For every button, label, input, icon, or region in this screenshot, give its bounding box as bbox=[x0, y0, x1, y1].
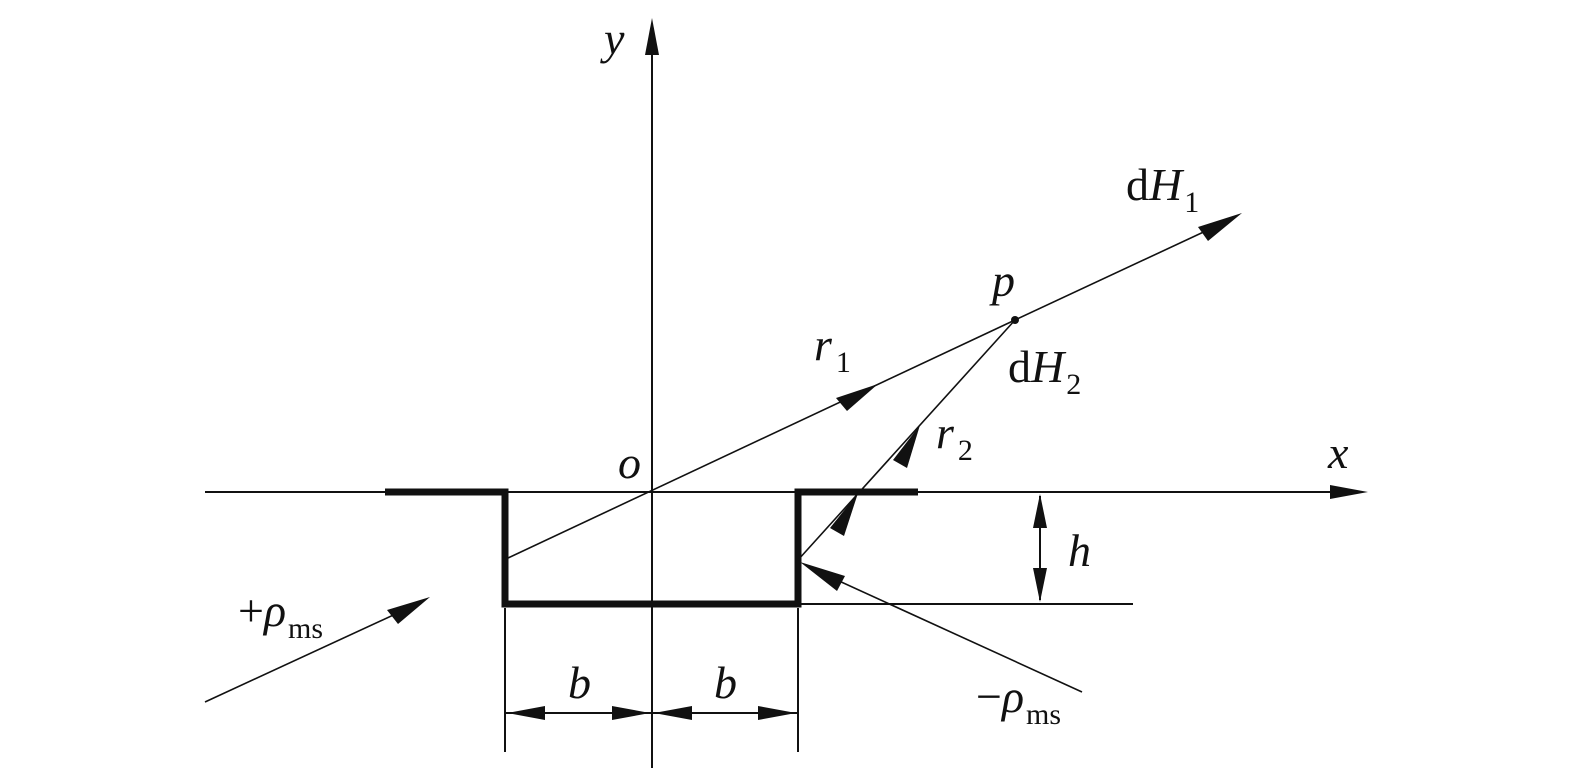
minus-rho-main: ρ bbox=[1000, 671, 1024, 722]
dH1-sub: 1 bbox=[1184, 186, 1199, 219]
x-axis-arrowhead bbox=[1330, 485, 1368, 499]
dH2-sub: 2 bbox=[1066, 368, 1081, 401]
r1-arrowhead bbox=[836, 384, 878, 411]
b-right-arrow-end bbox=[758, 706, 796, 720]
r1-main: r bbox=[814, 319, 833, 370]
dH2-main: H bbox=[1030, 341, 1067, 392]
plus-rho-label: +ρms bbox=[238, 585, 323, 645]
h-label: h bbox=[1068, 525, 1091, 576]
minus-rho-arrowhead bbox=[800, 562, 845, 591]
h-arrow-down bbox=[1033, 568, 1047, 602]
dH2-label: dH2 bbox=[1008, 341, 1081, 401]
plus-rho-arrowhead bbox=[387, 597, 430, 624]
minus-rho-sub: ms bbox=[1026, 698, 1061, 731]
dH2-prefix: d bbox=[1008, 341, 1031, 392]
plus-rho-line bbox=[204, 604, 416, 703]
b-left-arrow-end bbox=[612, 706, 650, 720]
dH1-line bbox=[1014, 221, 1226, 321]
slot-profile bbox=[385, 488, 918, 608]
x-axis-label: x bbox=[1327, 427, 1349, 478]
dH1-label: dH1 bbox=[1126, 159, 1199, 219]
minus-rho-line bbox=[814, 569, 1083, 693]
point-p-dot bbox=[1011, 316, 1019, 324]
r2-arrowhead-upper bbox=[893, 425, 920, 468]
point-p-label: p bbox=[989, 255, 1015, 306]
y-axis-label: y bbox=[600, 13, 625, 64]
plus-rho-sign: + bbox=[238, 585, 264, 636]
r1-sub: 1 bbox=[836, 346, 851, 379]
dH1-arrowhead bbox=[1198, 213, 1242, 241]
dH1-prefix: d bbox=[1126, 159, 1149, 210]
minus-rho-label: −ρms bbox=[976, 671, 1061, 731]
b-right-arrow-start bbox=[654, 706, 692, 720]
origin-label: o bbox=[618, 437, 641, 488]
minus-rho-sign: − bbox=[976, 671, 1002, 722]
h-arrow-up bbox=[1033, 494, 1047, 528]
plus-rho-main: ρ bbox=[262, 585, 286, 636]
r2-arrowhead-lower bbox=[830, 493, 858, 536]
y-axis-arrowhead bbox=[645, 18, 659, 55]
r2-sub: 2 bbox=[958, 434, 973, 467]
dH1-main: H bbox=[1148, 159, 1185, 210]
r1-line bbox=[507, 319, 1016, 559]
b-left-label: b bbox=[568, 657, 591, 708]
b-right-label: b bbox=[714, 657, 737, 708]
r2-main: r bbox=[936, 407, 955, 458]
r2-line bbox=[797, 319, 1016, 561]
plus-rho-sub: ms bbox=[288, 612, 323, 645]
b-left-arrow-start bbox=[507, 706, 545, 720]
